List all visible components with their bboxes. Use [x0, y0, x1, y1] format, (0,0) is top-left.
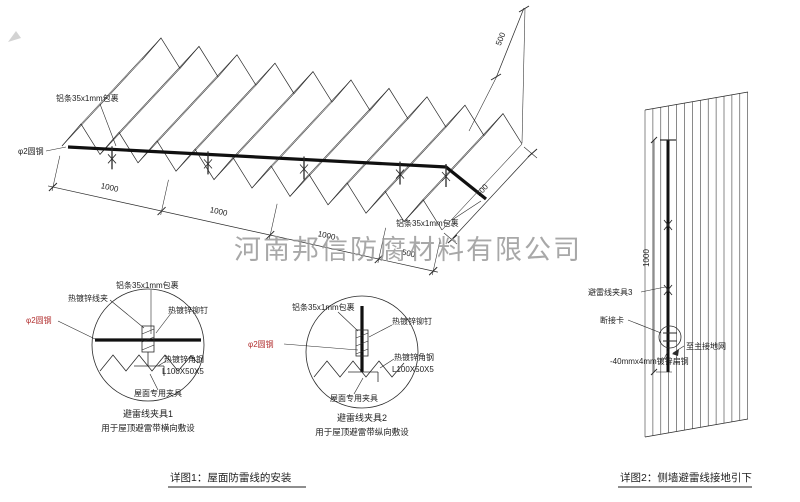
d1-angle-spec-label: L100X50X5 — [162, 367, 204, 376]
dim-label-500-right: 500 — [474, 182, 490, 198]
d2-roof-clamp-label: 屋面专用夹具 — [330, 393, 378, 403]
leader-line — [368, 324, 393, 338]
d1-subtitle: 用于屋顶避雷带横向敷设 — [101, 423, 195, 433]
d1-title: 避雷线夹具1 — [123, 408, 173, 419]
leader-line — [149, 373, 159, 391]
captions: 详图1：屋面防雷线的安装 详图2：侧墙避雷线接地引下 — [168, 471, 752, 488]
leader-line — [155, 311, 173, 334]
dim-label-1000: 1000 — [100, 181, 120, 194]
dim-label-500: 500 — [401, 248, 417, 260]
leader-line — [99, 103, 117, 147]
detail-circle-2: 铝条35x1mm包裹 热镀锌铆钉 φ2圆钢 热镀锌角钢 L100X50X5 屋面… — [248, 295, 434, 437]
roof-profile — [313, 360, 405, 378]
d2-title: 避雷线夹具2 — [337, 412, 387, 423]
roof-profile — [99, 354, 199, 372]
leader-line — [109, 299, 145, 329]
wall-disconnect-label: 断接卡 — [600, 315, 624, 325]
leader-line — [157, 360, 167, 367]
leader-line — [57, 320, 96, 340]
wall-flat-steel-label: -40mmx4mm镀锌扁钢 — [610, 356, 689, 366]
wall-downlead-wire — [650, 136, 682, 376]
leader-line — [627, 319, 662, 334]
wall-labels: 避雷线夹具3 断接卡 至主接地网 -40mmx4mm镀锌扁钢 1000 — [588, 249, 726, 366]
dim-label-1000: 1000 — [317, 229, 337, 242]
roof-lightning-wire — [67, 145, 487, 201]
roof-labels: 铝条35x1mm包裹 φ2圆钢 铝条35x1mm包裹 1000 1000 100… — [18, 31, 508, 260]
clamp-body — [355, 329, 369, 357]
roof-alu-strip-label-right: 铝条35x1mm包裹 — [396, 218, 459, 228]
wall-clamp3-label: 避雷线夹具3 — [588, 287, 633, 297]
dim-label-1000: 1000 — [209, 205, 229, 218]
d1-rivet-label: 热镀锌铆钉 — [168, 305, 208, 315]
detail-bubble — [305, 295, 419, 409]
d1-round-steel-label: φ2圆钢 — [26, 315, 52, 325]
wall-corrugated-sheet — [644, 91, 749, 438]
d1-angle-steel-label: 热镀锌角钢 — [164, 354, 204, 364]
d2-subtitle: 用于屋顶避雷带纵向敷设 — [315, 427, 409, 437]
wall-dim-1000: 1000 — [642, 249, 651, 267]
roof-corrugated-sheet — [61, 37, 523, 231]
leader-line — [353, 377, 364, 395]
wall-to-ground-label: 至主接地网 — [686, 341, 726, 351]
company-watermark: 河南邦信防腐材料有限公司 — [234, 235, 582, 265]
d1-alu-label: 铝条35x1mm包裹 — [116, 280, 179, 290]
d2-rivet-label: 热镀锌铆钉 — [392, 316, 432, 326]
leader-line — [451, 200, 482, 221]
detail-bubble — [91, 288, 205, 402]
d2-alu-label: 铝条35x1mm包裹 — [292, 302, 355, 312]
dim-label-500-top: 500 — [494, 31, 508, 47]
detail-circle-1: 铝条35x1mm包裹 热镀锌线夹 热镀锌铆钉 φ2圆钢 热镀锌角钢 L100X5… — [26, 280, 208, 433]
leader-line — [283, 343, 359, 351]
d2-angle-steel-label: 热镀锌角钢 — [394, 352, 434, 362]
d1-roof-clamp-label: 屋面专用夹具 — [134, 388, 182, 398]
d1-wire-clamp-label: 热镀锌线夹 — [68, 293, 108, 303]
arrowhead — [672, 349, 679, 356]
stray-corner-mark — [8, 31, 21, 42]
d2-angle-spec-label: L100X50X5 — [392, 365, 434, 374]
leader-line — [640, 286, 666, 293]
leader-line — [337, 311, 359, 332]
caption-detail2: 详图2：侧墙避雷线接地引下 — [620, 471, 752, 484]
roof-dimension-lines — [47, 5, 538, 276]
roof-alu-strip-label: 铝条35x1mm包裹 — [56, 93, 119, 103]
leader-line — [45, 146, 67, 152]
d2-round-steel-label: φ2圆钢 — [248, 339, 274, 349]
leader-line — [663, 350, 669, 360]
caption-detail1: 详图1：屋面防雷线的安装 — [170, 471, 292, 484]
leader-line — [379, 358, 395, 369]
roof-round-steel-label: φ2圆钢 — [18, 146, 44, 156]
